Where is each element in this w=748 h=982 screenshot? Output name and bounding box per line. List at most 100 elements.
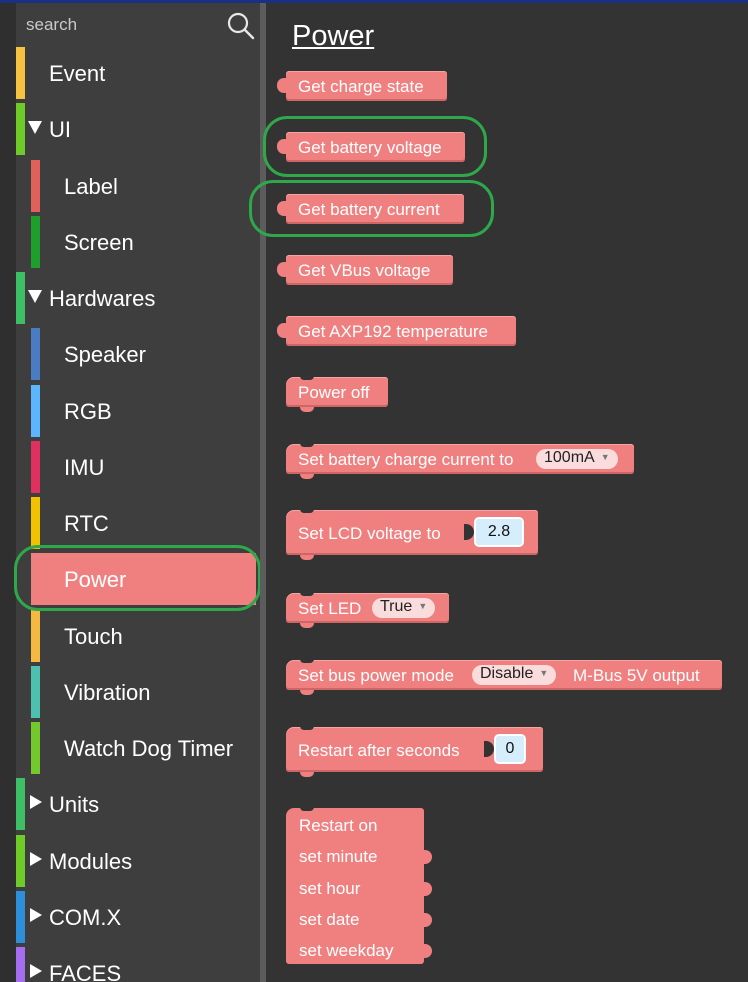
category-ui[interactable]: UI bbox=[16, 103, 260, 157]
chevron-down-icon: ▼ bbox=[600, 452, 610, 462]
category-color-bar bbox=[16, 272, 25, 324]
category-label-text: Watch Dog Timer bbox=[64, 736, 234, 761]
block-connector bbox=[300, 623, 314, 628]
category-color-bar bbox=[31, 497, 40, 549]
category-label: FACES bbox=[49, 961, 122, 982]
block-label: Get battery current bbox=[298, 200, 440, 219]
block-connector bbox=[300, 555, 314, 560]
expand-down-icon[interactable] bbox=[28, 290, 42, 303]
charge-current-dropdown[interactable]: 100mA ▼ bbox=[536, 449, 618, 469]
left-edge bbox=[0, 3, 16, 982]
input-socket bbox=[464, 524, 474, 540]
category-vibration[interactable]: Vibration bbox=[16, 666, 260, 720]
restart-seconds-input[interactable]: 0 bbox=[494, 734, 526, 764]
category-label: COM.X bbox=[49, 905, 122, 930]
lcd-voltage-input[interactable]: 2.8 bbox=[474, 517, 524, 547]
led-dropdown[interactable]: True ▼ bbox=[372, 598, 436, 618]
category-imu[interactable]: IMU bbox=[16, 441, 260, 495]
category-color-bar bbox=[31, 722, 40, 774]
block-restart-after-seconds[interactable]: Restart after seconds 0 bbox=[286, 726, 543, 777]
top-border bbox=[0, 0, 748, 3]
category-color-bar bbox=[31, 160, 40, 212]
category-screen[interactable]: Screen bbox=[16, 216, 260, 270]
block-get-charge-state[interactable]: Get charge state bbox=[277, 71, 447, 101]
input-socket bbox=[484, 741, 494, 757]
block-suffix-label: M-Bus 5V output bbox=[573, 666, 700, 685]
block-label: Power off bbox=[298, 383, 370, 402]
block-set-bus-power-mode[interactable]: Set bus power mode Disable▼ M-Bus 5V out… bbox=[286, 659, 722, 695]
block-set-led[interactable]: Set LED True▼ bbox=[286, 592, 449, 628]
category-hardwares[interactable]: Hardwares bbox=[16, 272, 260, 326]
category-modules[interactable]: Modules bbox=[16, 835, 260, 889]
category-color-bar bbox=[16, 103, 25, 155]
chevron-down-icon: ▼ bbox=[418, 601, 428, 611]
category-event[interactable]: Event bbox=[16, 47, 260, 101]
expand-right-icon[interactable] bbox=[30, 964, 42, 978]
bus-power-dropdown[interactable]: Disable▼ bbox=[472, 665, 557, 685]
search-input[interactable] bbox=[24, 11, 218, 39]
category-units[interactable]: Units bbox=[16, 778, 260, 832]
block-connector bbox=[300, 772, 314, 777]
sidebar-scrollbar[interactable] bbox=[260, 3, 266, 982]
input-label-minute: set minute bbox=[299, 847, 378, 866]
input-label-hour: set hour bbox=[299, 879, 361, 898]
block-connector bbox=[300, 474, 314, 479]
category-label: Hardwares bbox=[49, 286, 156, 311]
block-label: Restart on bbox=[299, 816, 378, 835]
block-label: Set battery charge current to bbox=[298, 450, 514, 469]
category-rgb[interactable]: RGB bbox=[16, 385, 260, 439]
expand-right-icon[interactable] bbox=[30, 852, 42, 866]
block-label: Set bus power mode bbox=[298, 666, 454, 685]
category-label: UI bbox=[49, 117, 71, 142]
category-comx[interactable]: COM.X bbox=[16, 891, 260, 945]
category-label-text: Label bbox=[64, 174, 118, 199]
block-label: Get battery voltage bbox=[298, 138, 442, 157]
category-label-text: RTC bbox=[64, 511, 109, 536]
category-faces[interactable]: FACES bbox=[16, 947, 260, 982]
category-rtc[interactable]: RTC bbox=[16, 497, 260, 551]
block-flyout: Power Get charge state Get battery volta… bbox=[249, 3, 748, 982]
block-set-lcd-voltage[interactable]: Set LCD voltage to 2.8 bbox=[286, 509, 538, 560]
block-label: Get AXP192 temperature bbox=[298, 322, 488, 341]
block-label: Restart after seconds bbox=[298, 741, 460, 760]
toolbox-sidebar: Event UI Label Screen Hardwares Speaker … bbox=[14, 3, 261, 982]
block-get-vbus-voltage[interactable]: Get VBus voltage bbox=[277, 255, 453, 285]
expand-down-icon[interactable] bbox=[28, 121, 42, 134]
block-get-battery-current[interactable]: Get battery current bbox=[277, 194, 464, 224]
selected-background bbox=[31, 553, 256, 605]
category-label: Event bbox=[49, 61, 106, 86]
category-label-text: Screen bbox=[64, 230, 134, 255]
category-speaker[interactable]: Speaker bbox=[16, 328, 260, 382]
block-connector bbox=[300, 407, 314, 412]
block-power-off[interactable]: Power off bbox=[286, 376, 388, 412]
category-color-bar bbox=[31, 328, 40, 380]
block-label: Set LCD voltage to bbox=[298, 524, 441, 543]
category-label[interactable]: Label bbox=[16, 160, 260, 214]
block-restart-on[interactable]: Restart on set minute set hour set date … bbox=[286, 807, 432, 964]
input-label-date: set date bbox=[299, 910, 360, 929]
search-icon[interactable] bbox=[226, 11, 256, 41]
category-label-text: Vibration bbox=[64, 680, 151, 705]
input-connector bbox=[424, 882, 432, 896]
category-label-text: RGB bbox=[64, 399, 112, 424]
category-label-text: Power bbox=[64, 567, 127, 592]
category-label-text: Touch bbox=[64, 624, 123, 649]
category-touch[interactable]: Touch bbox=[16, 610, 260, 664]
block-label: Get VBus voltage bbox=[298, 261, 431, 280]
category-power[interactable]: Power bbox=[16, 551, 260, 605]
category-color-bar bbox=[16, 835, 25, 887]
category-watch-dog-timer[interactable]: Watch Dog Timer bbox=[16, 722, 260, 776]
dropdown-value: 100mA bbox=[544, 449, 595, 466]
input-label-weekday: set weekday bbox=[299, 941, 394, 960]
chevron-down-icon: ▼ bbox=[539, 668, 549, 678]
block-get-axp192-temperature[interactable]: Get AXP192 temperature bbox=[277, 316, 516, 346]
block-set-charge-current[interactable]: Set battery charge current to 100mA ▼ bbox=[286, 443, 634, 479]
category-color-bar bbox=[16, 947, 25, 982]
expand-right-icon[interactable] bbox=[30, 908, 42, 922]
expand-right-icon[interactable] bbox=[30, 795, 42, 809]
block-get-battery-voltage[interactable]: Get battery voltage bbox=[277, 132, 465, 162]
flyout-title: Power bbox=[292, 20, 375, 52]
category-label-text: IMU bbox=[64, 455, 105, 480]
search-box bbox=[16, 3, 260, 47]
dropdown-value: True bbox=[380, 598, 413, 615]
